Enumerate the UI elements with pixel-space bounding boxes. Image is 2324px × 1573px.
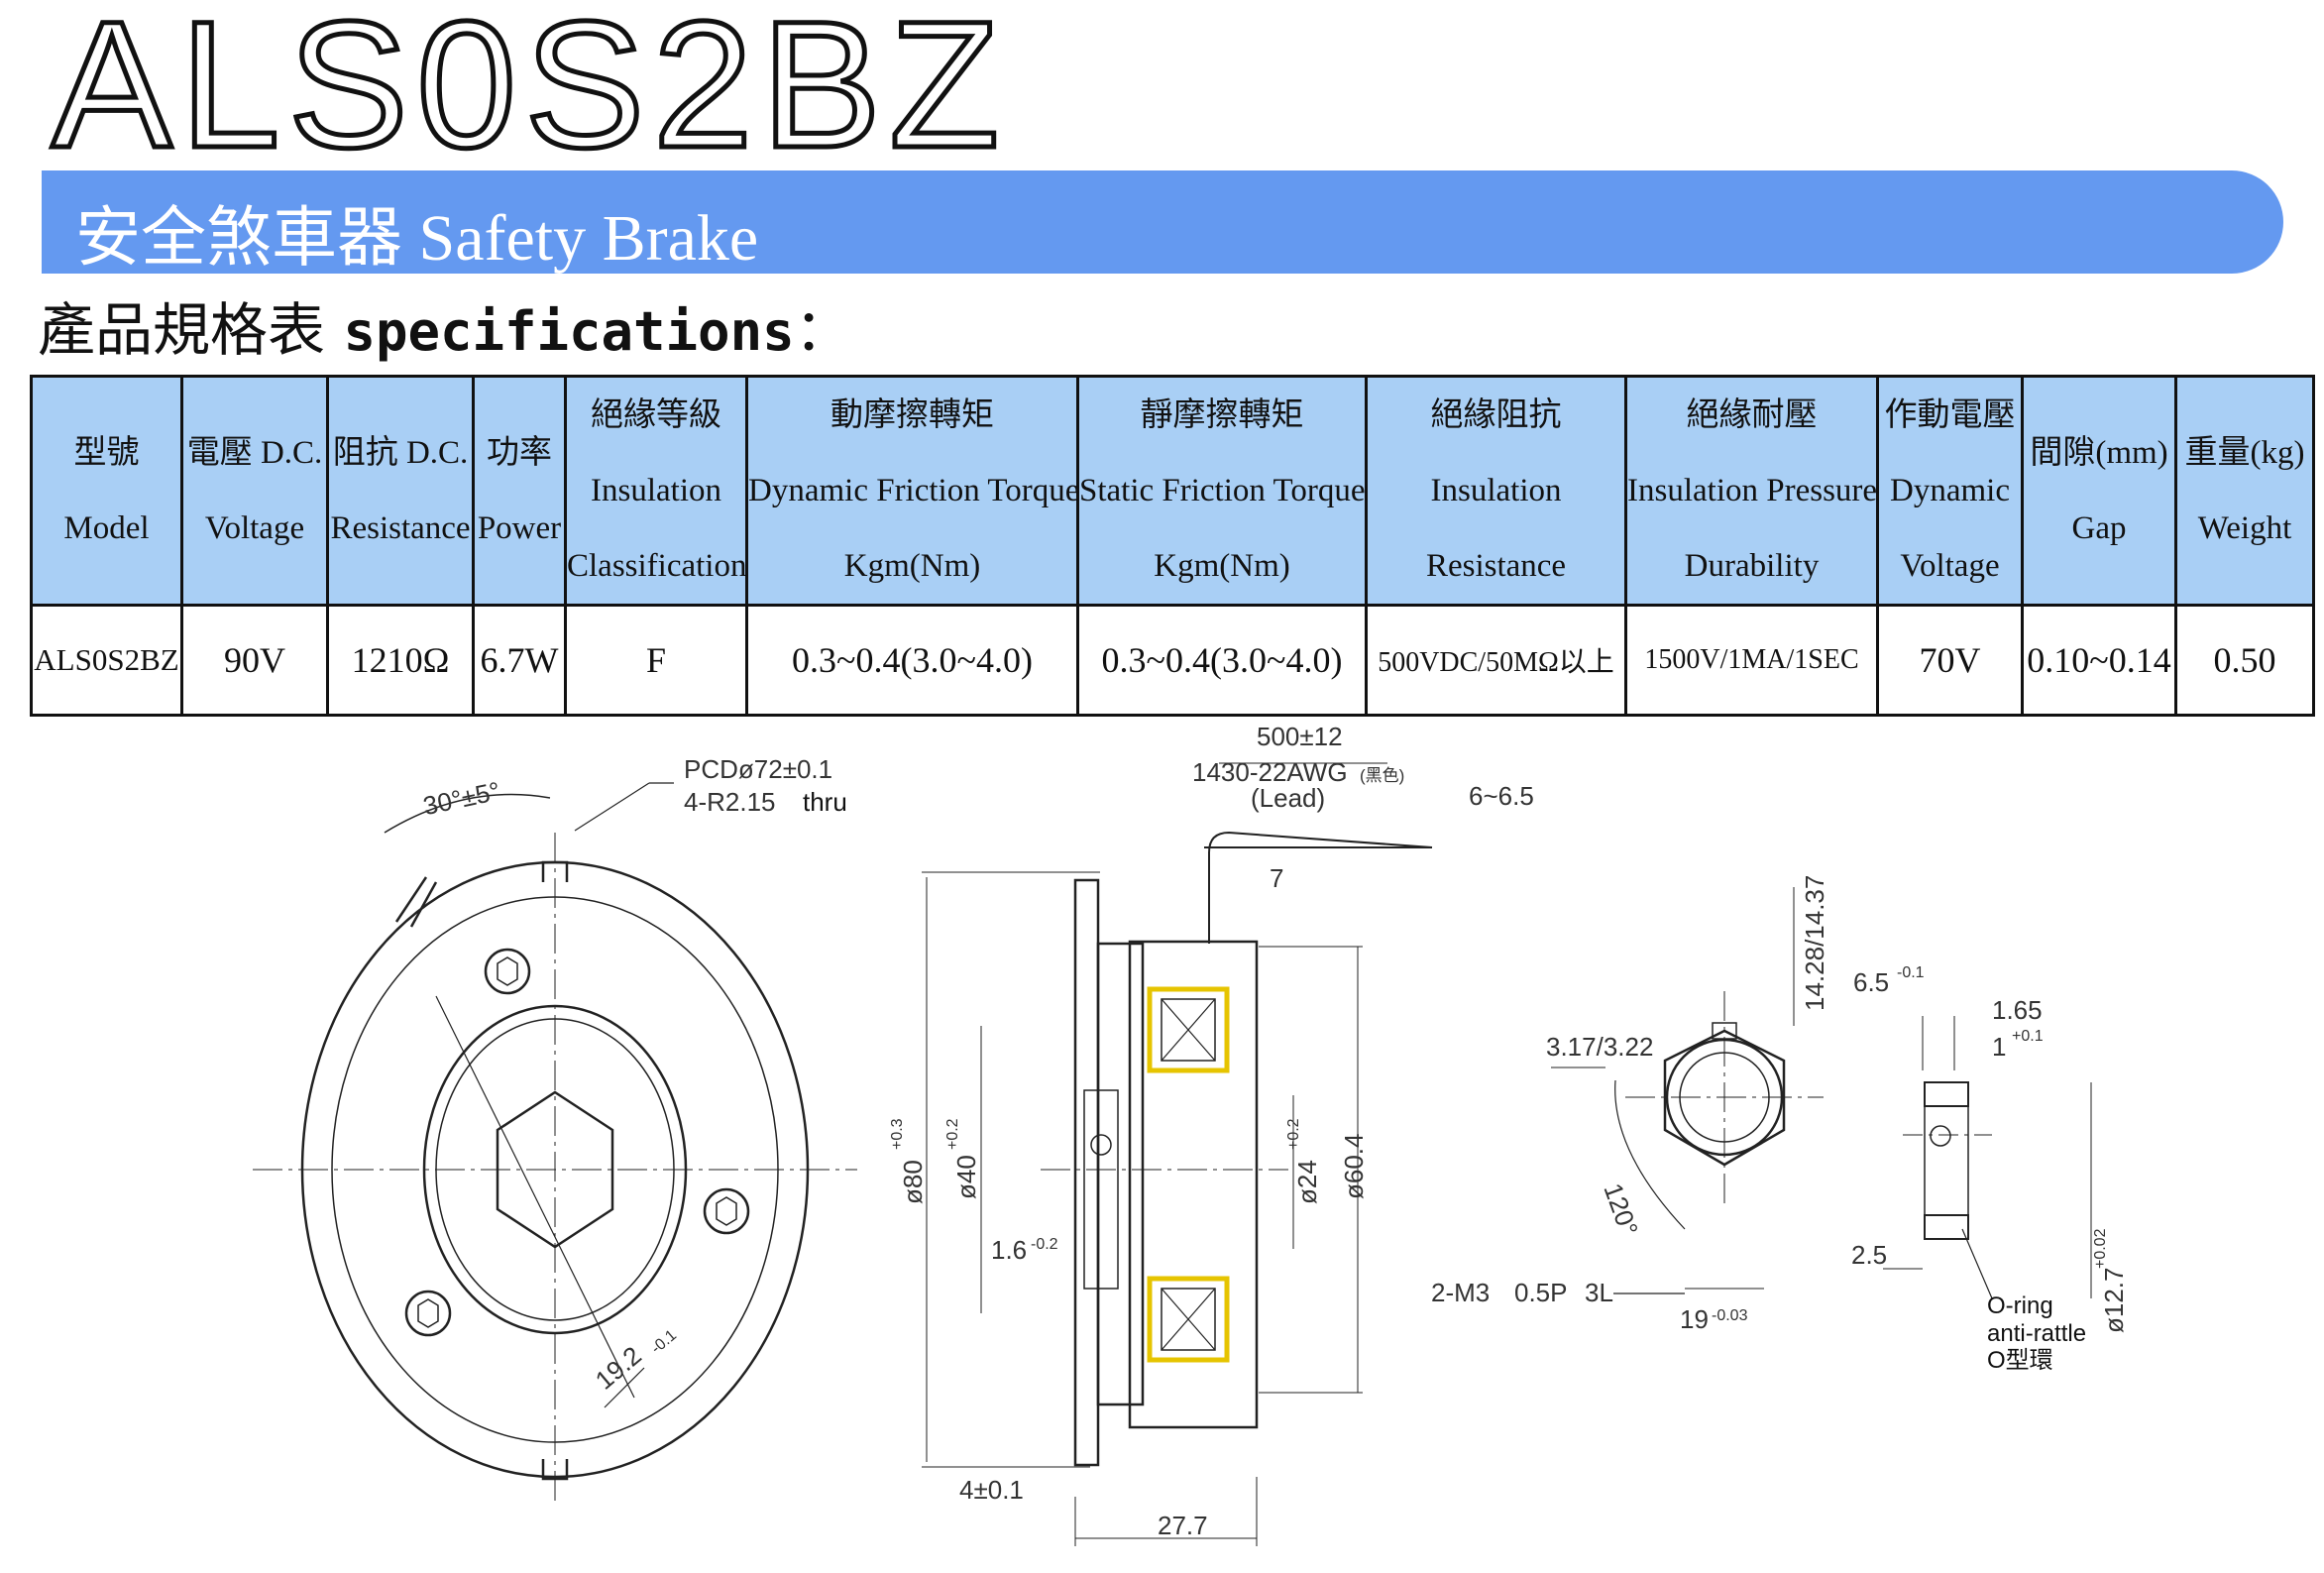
cell-insulation-pressure: 1500V/1MA/1SEC	[1624, 604, 1879, 717]
label-d1: 1	[1992, 1032, 2006, 1062]
cell-insulation-class: F	[564, 604, 748, 717]
cell-insulation-resistance: 500VDC/50MΩ以上	[1365, 604, 1627, 717]
label-d4: 4±0.1	[959, 1475, 1024, 1505]
header-voltage: 電壓 D.C.Voltage	[180, 375, 329, 607]
label-d65-tol: -0.1	[1897, 964, 1925, 981]
ring-view-labels: 6.5 -0.1 1.65 1 +0.1 2.5 ø12.7 +0.02 O-r…	[1851, 964, 2129, 1374]
label-d1428: 14.28/14.37	[1800, 875, 1829, 1011]
label-d1-tol: +0.1	[2012, 1028, 2044, 1045]
label-dia40: ø40	[951, 1155, 981, 1199]
front-view	[253, 782, 857, 1507]
label-lead: (Lead)	[1251, 783, 1325, 813]
model-title: ALS0S2BZ	[49, 0, 1008, 185]
hub-view-labels: 3.17/3.22 14.28/14.37 120° 2-M3 0.5P 3L …	[1431, 875, 1829, 1334]
label-d16-tol: -0.2	[1031, 1236, 1058, 1253]
category-banner: 安全煞車器 Safety Brake	[42, 170, 2283, 275]
cell-static-torque: 0.3~0.4(3.0~4.0)	[1076, 604, 1368, 717]
label-oring: O-ring	[1987, 1292, 2053, 1319]
label-d19: 19	[1680, 1304, 1709, 1334]
cell-voltage: 90V	[180, 604, 329, 717]
label-screws: 2-M3	[1431, 1278, 1490, 1307]
label-lead-length: 500±12	[1257, 722, 1343, 751]
spec-heading-en: specifications	[343, 300, 795, 363]
label-dia80: ø80	[898, 1160, 928, 1204]
side-view-labels: 500±12 1430-22AWG (黑色) (Lead) 6~6.5 7 ø8…	[889, 722, 1534, 1540]
spec-heading: 產品規格表 specifications：	[38, 283, 852, 367]
ring-view	[1883, 1016, 2092, 1299]
label-strip: 6~6.5	[1469, 781, 1534, 811]
label-angle-30: 30°±5°	[420, 776, 502, 822]
header-weight: 重量(kg)Weight	[2174, 375, 2315, 607]
label-screws-pitch: 0.5P	[1514, 1278, 1568, 1307]
label-thru: thru	[803, 787, 847, 817]
label-holes: 4-R2.15	[684, 787, 776, 817]
front-view-labels: 30°±5° PCDø72±0.1 4-R2.15 thru 19.2 -0.1	[420, 754, 847, 1396]
hub-view	[1551, 887, 1824, 1294]
label-oring-zh: O型環	[1987, 1347, 2053, 1374]
cell-dynamic-torque: 0.3~0.4(3.0~4.0)	[745, 604, 1079, 717]
label-dia24-tol: +0.2	[1285, 1118, 1302, 1150]
banner-text: 安全煞車器 Safety Brake	[75, 202, 759, 275]
label-wire-color: (黑色)	[1360, 766, 1404, 785]
cell-gap: 0.10~0.14	[2021, 604, 2177, 717]
label-d16: 1.6	[991, 1235, 1027, 1265]
label-dia60: ø60.4	[1339, 1134, 1369, 1200]
label-d19-tol: -0.03	[1712, 1307, 1748, 1324]
header-resistance: 阻抗 D.C.Resistance	[326, 375, 475, 607]
label-wire: 1430-22AWG	[1192, 757, 1348, 787]
label-d317: 3.17/3.22	[1546, 1032, 1653, 1062]
label-anti-rattle: anti-rattle	[1987, 1320, 2086, 1347]
cell-dynamic-voltage: 70V	[1876, 604, 2024, 717]
technical-drawing: 30°±5° PCDø72±0.1 4-R2.15 thru 19.2 -0.1	[253, 722, 2129, 1546]
label-width-19-2: 19.2	[590, 1340, 647, 1396]
label-dia40-tol: +0.2	[944, 1118, 961, 1150]
label-d65: 6.5	[1853, 967, 1889, 997]
label-screws-len: 3L	[1585, 1278, 1613, 1307]
label-width-tol: -0.1	[648, 1327, 680, 1358]
label-dia127: ø12.7	[2099, 1268, 2129, 1334]
label-d7: 7	[1270, 863, 1283, 893]
label-pcd: PCDø72±0.1	[684, 754, 832, 784]
cell-model: ALS0S2BZ	[30, 604, 183, 717]
label-dia24: ø24	[1292, 1160, 1322, 1204]
cell-resistance: 1210Ω	[326, 604, 475, 717]
label-angle-120: 120°	[1598, 1180, 1644, 1240]
label-d277: 27.7	[1158, 1511, 1208, 1540]
cell-power: 6.7W	[472, 604, 567, 717]
cell-weight: 0.50	[2174, 604, 2315, 717]
spec-heading-zh: 產品規格表	[38, 296, 344, 364]
spec-heading-colon: ：	[794, 296, 852, 364]
spec-data-row: ALS0S2BZ 90V 1210Ω 6.7W F 0.3~0.4(3.0~4.…	[30, 604, 2315, 717]
label-d25: 2.5	[1851, 1240, 1887, 1270]
label-dia127-tol: +0.02	[2092, 1228, 2109, 1269]
label-dia80-tol: +0.3	[889, 1118, 906, 1150]
side-view	[922, 762, 1433, 1546]
header-gap: 間隙(mm)Gap	[2021, 375, 2177, 607]
label-d165: 1.65	[1992, 995, 2043, 1025]
